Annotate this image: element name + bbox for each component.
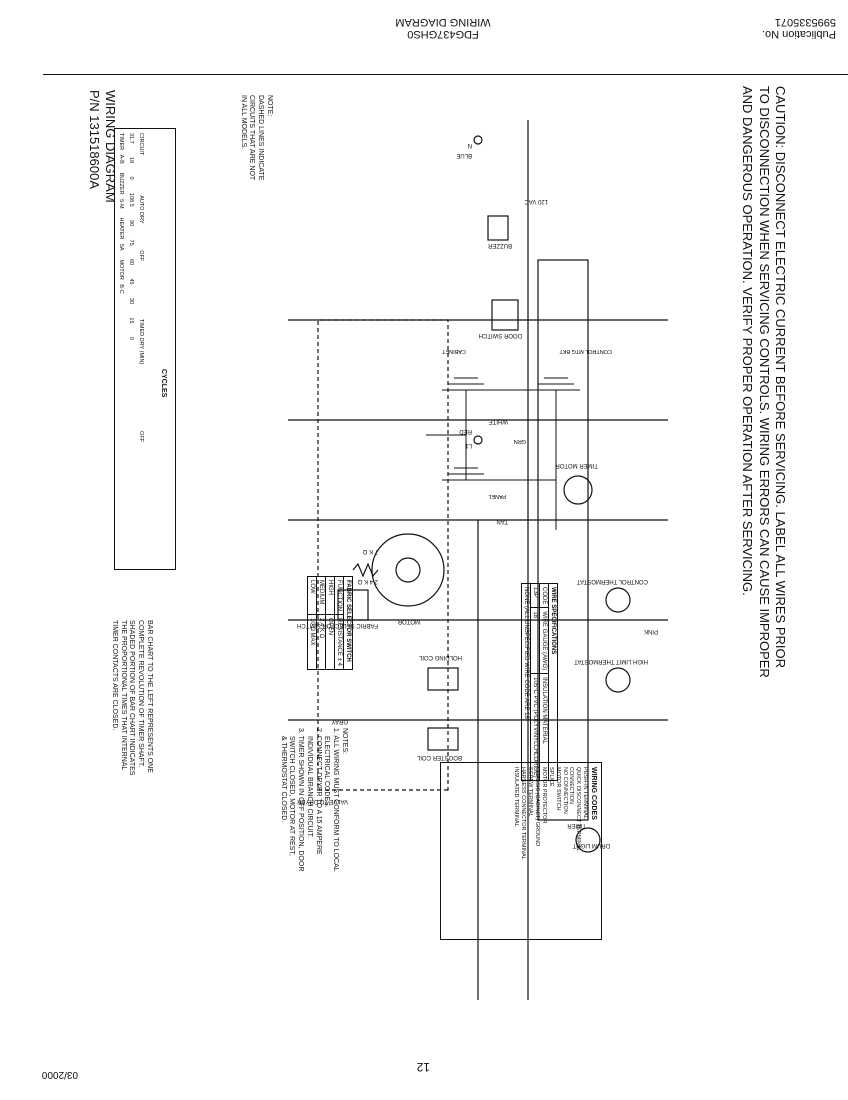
grn-label: GRN <box>514 438 526 444</box>
resistor-symbol <box>352 562 379 578</box>
holding-coil-symbol <box>427 667 459 691</box>
timer-frame <box>537 259 589 821</box>
label-control-thermostat: CONTROL THERMOSTAT <box>577 578 648 584</box>
footer-model: FDG437GHS0 <box>407 28 479 40</box>
note-line-2: DASHED LINES INDICATE <box>257 95 265 181</box>
note-3c: & THERMOSTAT CLOSED. <box>279 736 287 823</box>
label-buzzer: BUZZER <box>487 242 512 248</box>
cycles-row-0-circuit: TIMER <box>118 133 124 151</box>
cabinet-label: CABINET <box>442 348 466 354</box>
label-gray: GRAY <box>331 718 348 724</box>
footer-center: FDG437GHS0 WIRING DIAGRAM <box>368 16 518 40</box>
footer-wiring-diagram: WIRING DIAGRAM <box>395 16 491 28</box>
bar-note-2: COMPLETE REVOLUTION OF TIMER SHAFT. <box>137 620 145 768</box>
main-schematic: 120 VAC L1 N RED BLUE TIMER BUZZER DRUM … <box>288 120 668 1000</box>
label-booster-coil: BOOSTER COIL <box>416 754 462 760</box>
note-line-3: CIRCUITS THAT ARE NOT <box>248 95 256 181</box>
ground-symbol-control <box>532 377 580 391</box>
control-thermostat-symbol <box>605 587 631 613</box>
panel-label: PANEL <box>488 493 506 499</box>
cycles-row-0-code: A-B <box>118 154 124 164</box>
bar-note-1: BAR CHART TO THE LEFT REPRESENTS ONE <box>146 620 153 773</box>
bar-chart-note: BAR CHART TO THE LEFT REPRESENTS ONE COM… <box>109 620 153 775</box>
cycles-col-off2: OFF <box>138 431 144 443</box>
label-l1: L1 <box>465 442 472 448</box>
hi-limit-thermostat-symbol <box>605 667 631 693</box>
label-hi-limit: HIGH LIMIT THERMOSTAT <box>574 658 648 664</box>
date: 03/2000 <box>41 1069 78 1080</box>
cycles-row-1-circuit: BUZZER <box>118 172 124 195</box>
label-valve: VALVE TO DRYER <box>297 798 348 804</box>
label-pink: PINK <box>644 628 658 634</box>
label-resistor2: 2.4 K Ω <box>357 578 378 584</box>
cycles-row-2-circuit: HEATER <box>118 217 124 240</box>
label-tan: TAN <box>496 518 508 524</box>
cycles-chart: CYCLES CIRCUIT AUTO DRY OFF TIMED DRY (M… <box>114 128 176 570</box>
terminal-n <box>473 135 483 145</box>
subhead-9: 15 <box>128 317 134 324</box>
motor-symbol <box>371 533 445 607</box>
booster-coil-symbol <box>427 727 459 751</box>
subhead-10: 0 <box>128 336 134 340</box>
publication-number: 5995335071 <box>774 16 836 28</box>
page-number: 12 <box>416 1060 430 1074</box>
fabric-selector-symbol <box>337 589 369 621</box>
title-wiring-diagram: WIRING DIAGRAM <box>103 90 118 203</box>
label-n: N <box>468 142 472 148</box>
caution-line-2: TO DISCONNECTION WHEN SERVICING CONTROLS… <box>756 86 772 678</box>
cycles-row-1-code: 5-M <box>118 199 124 209</box>
label-120vac: 120 VAC <box>524 198 548 204</box>
door-switch-symbol <box>491 299 519 331</box>
label-white: WHITE <box>489 418 508 424</box>
title-part-number: P/N 131518600A <box>86 90 102 190</box>
label-motor: MOTOR <box>397 618 420 624</box>
label-drum-light: DRUM LIGHT <box>572 842 610 848</box>
label-red: RED <box>459 428 472 434</box>
control-mtg-label: CONTROL MTG BKT <box>559 348 612 354</box>
label-resistor: 7 K Ω <box>362 548 378 554</box>
cycles-row-2-code: 5A <box>118 243 124 251</box>
terminal-l1 <box>473 435 483 445</box>
ground-symbol-panel <box>442 467 490 481</box>
ground-diagram: CONTROL MTG BKT PANEL CABINET GRN <box>426 348 612 530</box>
publication-block: Publication No. 5995335071 <box>762 16 836 40</box>
title-block: WIRING DIAGRAM P/N 131518600A <box>86 90 118 203</box>
footer-rule <box>43 74 848 75</box>
label-blue: BLUE <box>456 152 472 158</box>
dashed-note: NOTE: DASHED LINES INDICATE CIRCUITS THA… <box>238 95 273 180</box>
bar-note-4: THE PROPORTIONAL TIMES THAT INTERNAL <box>119 620 127 771</box>
bar-note-3: SHADED PORTION OF BAR CHART INDICATES <box>128 620 136 776</box>
caution-line-3: AND DANGEROUS OPERATION. VERIFY PROPER O… <box>740 86 756 596</box>
note-line-4: IN ALL MODELS. <box>239 95 247 150</box>
label-holding-coil: HOLDING COIL <box>418 654 462 660</box>
caution-line-1: CAUTION: DISCONNECT ELECTRIC CURRENT BEF… <box>773 86 788 668</box>
caution-text: CAUTION: DISCONNECT ELECTRIC CURRENT BEF… <box>739 86 789 678</box>
bar-note-5: TIMER CONTACTS ARE CLOSED. <box>111 620 118 731</box>
cycles-row-3-code: B-C <box>118 284 124 294</box>
note-title: NOTE: <box>266 95 273 117</box>
label-timer-motor: TIMER MOTOR <box>555 462 598 468</box>
label-timer: TIMER <box>567 822 586 828</box>
buzzer-symbol <box>487 215 509 241</box>
drum-light-symbol <box>575 827 601 853</box>
subhead-8: 30 <box>128 297 134 305</box>
ground-symbol-cabinet <box>442 377 490 391</box>
label-door-switch: DOOR SWITCH <box>479 332 522 338</box>
publication-label: Publication No. <box>762 28 836 40</box>
cycles-title: CYCLES <box>160 369 167 398</box>
timer-motor-symbol <box>563 475 593 505</box>
cycles-row-3-circuit: MOTOR <box>118 259 124 280</box>
label-fabric-selector: FABRIC SELECTOR SWITCH <box>297 622 378 628</box>
